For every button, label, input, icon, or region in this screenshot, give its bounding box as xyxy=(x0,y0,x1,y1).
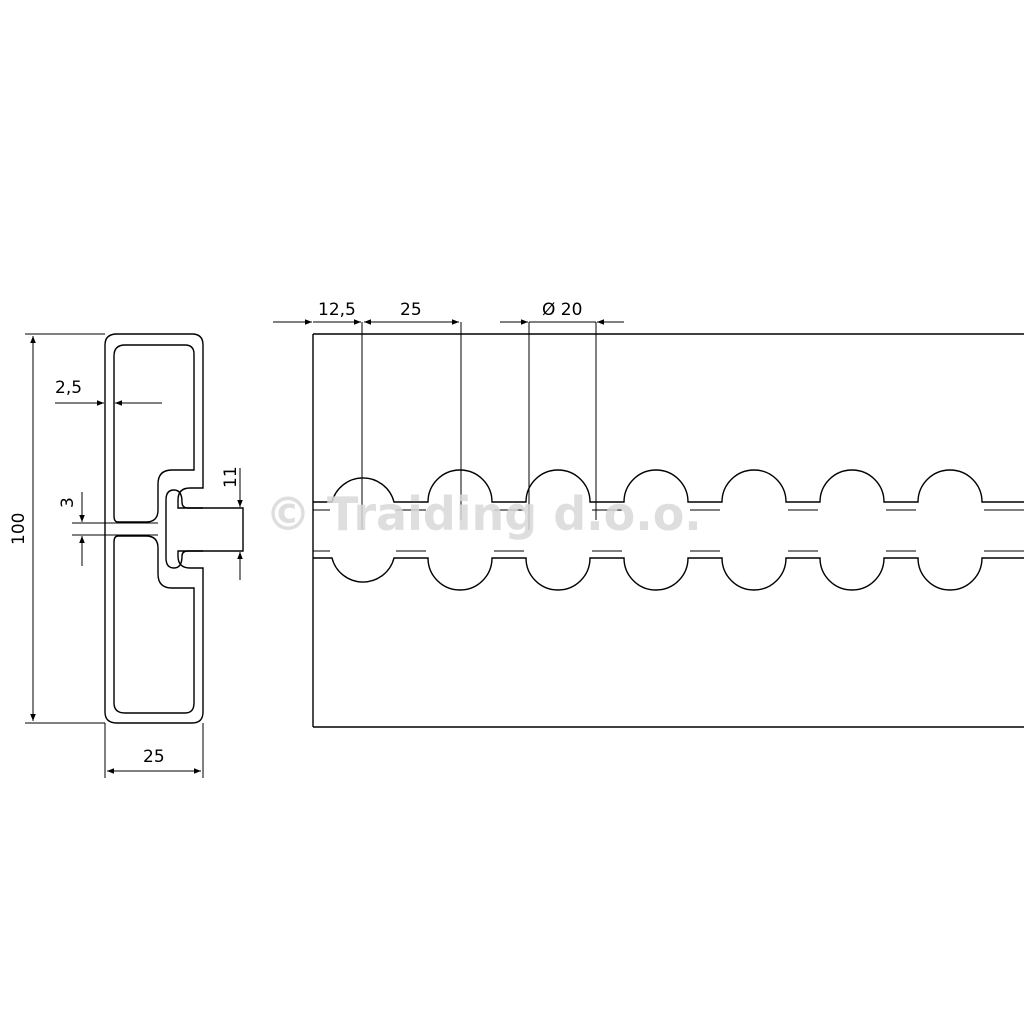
section-view: 100 25 2,5 3 11 xyxy=(9,333,244,778)
slot-band-upper-edge xyxy=(313,469,1024,503)
height-dimension-label: 100 xyxy=(9,513,29,545)
diameter-label: Ø 20 xyxy=(542,300,582,320)
pitch-label: 25 xyxy=(400,300,422,320)
profile-t-slot xyxy=(165,489,203,569)
slot-dimension-label: 3 xyxy=(58,497,78,508)
wall-dimension-label: 2,5 xyxy=(55,378,82,398)
width-dimension-label: 25 xyxy=(143,747,165,767)
copyright-watermark: © Traiding d.o.o. xyxy=(265,487,702,541)
profile-lower-cavity xyxy=(113,535,195,714)
head-dimension-label: 11 xyxy=(221,466,241,488)
slot-band-lower-edge xyxy=(313,557,1024,591)
profile-outer-contour xyxy=(104,333,244,724)
side-view: 12,5 25 Ø 20 xyxy=(273,300,1024,728)
edge-offset-label: 12,5 xyxy=(318,300,356,320)
profile-upper-cavity xyxy=(113,344,195,523)
